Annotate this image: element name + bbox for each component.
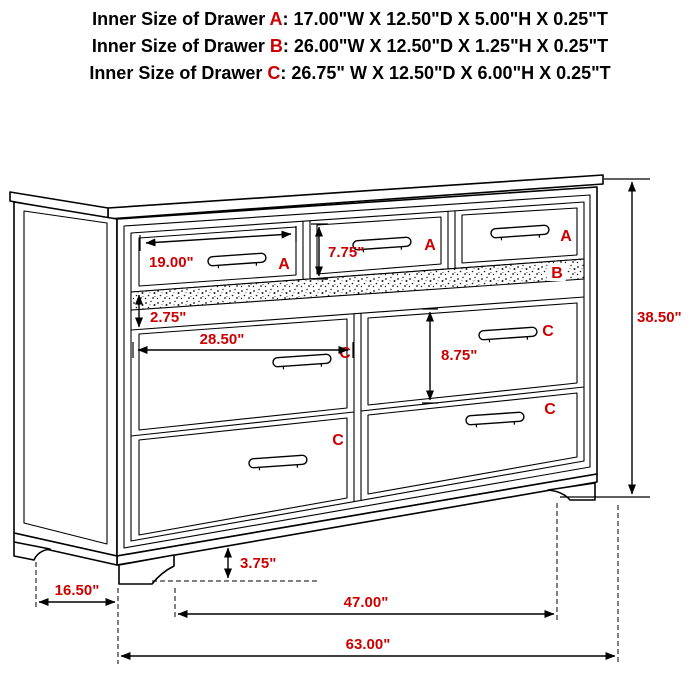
dim-drawer-a-height: 7.75" [311, 223, 364, 280]
title-line-a: Inner Size of Drawer A: 17.00"W X 12.50"… [0, 6, 700, 33]
dresser-side-panel-inset [23, 210, 108, 545]
label-drawer-c2: C [542, 323, 554, 340]
dim-label-drawer-c-height: 8.75" [441, 347, 477, 364]
drawer-c4-front [367, 392, 578, 495]
title-rest-c: : 26.75" W X 12.50"D X 6.00"H X 0.25"T [280, 63, 611, 83]
dim-label-drawer-c-width: 28.50" [200, 331, 245, 348]
dim-foot-height: 3.75" [152, 547, 318, 582]
drawer-c3-front [138, 417, 348, 536]
label-drawer-a2: A [424, 237, 436, 254]
label-drawer-a1: A [278, 256, 290, 273]
dim-drawer-c-height: 8.75" [422, 308, 477, 404]
dim-label-side-depth: 16.50" [55, 582, 100, 599]
dim-overall-height: 38.50" [560, 178, 682, 498]
label-drawer-c1: C [339, 345, 351, 362]
dim-label-overall-width: 63.00" [346, 636, 391, 653]
dim-drawer-a-width: 19.00" [139, 226, 297, 271]
dresser-side-panel [13, 201, 118, 557]
dim-label-jewelry-height: 2.75" [150, 309, 186, 326]
dim-width-between-legs: 47.00" [174, 503, 558, 620]
front-right-foot [547, 482, 596, 501]
front-left-foot [118, 554, 175, 585]
title-line-b: Inner Size of Drawer B: 26.00"W X 12.50"… [0, 33, 700, 60]
title-prefix-c: Inner Size of Drawer [89, 63, 268, 83]
drawers [130, 207, 585, 536]
dresser-front-frame-inner [130, 201, 585, 542]
title-line-c: Inner Size of Drawer C: 26.75" W X 12.50… [0, 60, 700, 87]
title-prefix-b: Inner Size of Drawer [91, 36, 270, 56]
dim-overall-width: 63.00" [120, 505, 619, 664]
title-letter-c: C [267, 63, 281, 83]
dim-jewelry-drawer-height: 2.75" [135, 294, 186, 328]
dim-label-drawer-a-height: 7.75" [328, 244, 364, 261]
title-letter-b: B [269, 36, 283, 56]
dim-side-depth: 16.50" [35, 562, 119, 664]
back-left-foot [13, 541, 51, 561]
title-rest-b: : 26.00"W X 12.50"D X 1.25"H X 0.25"T [282, 36, 609, 56]
dim-drawer-c-width: 28.50" [132, 331, 354, 358]
label-drawer-a3: A [560, 228, 572, 245]
base-molding-side [13, 532, 118, 566]
dresser-front-frame-mid [123, 194, 591, 549]
dim-label-width-between-legs: 47.00" [344, 594, 389, 611]
dim-label-drawer-a-width: 19.00" [149, 254, 194, 271]
label-drawer-c4: C [544, 401, 556, 418]
jewelry-drawer-b-front [130, 258, 585, 311]
title-letter-a: A [269, 9, 283, 29]
title-rest-a: : 17.00"W X 12.50"D X 5.00"H X 0.25"T [282, 9, 608, 29]
dresser-top-left-edge [9, 191, 109, 220]
title-block: Inner Size of Drawer A: 17.00"W X 12.50"… [0, 6, 700, 87]
label-drawer-b: B [551, 265, 563, 282]
dim-label-foot-height: 3.75" [240, 555, 276, 572]
title-prefix-a: Inner Size of Drawer [92, 9, 270, 29]
drawer-letters: A A A B C C C C [278, 228, 572, 449]
label-drawer-c3: C [332, 432, 344, 449]
dim-label-overall-height: 38.50" [637, 309, 682, 326]
label-drawer-b-underlay [547, 264, 567, 281]
